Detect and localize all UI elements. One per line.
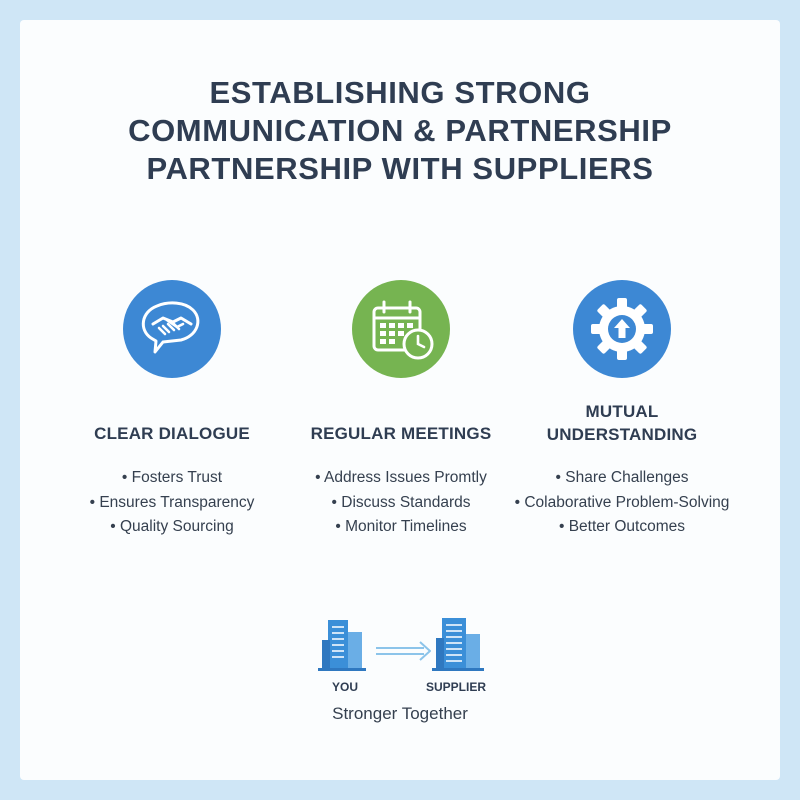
column-regular-meetings: REGULAR MEETINGS Address Issues Promtly … — [271, 280, 531, 535]
title-line-2: COMMUNICATION & PARTNERSHIP — [128, 113, 672, 148]
list-item: Better Outcomes — [492, 515, 752, 540]
column-title: CLEAR DIALOGUE — [94, 424, 250, 443]
column-title: MUTUAL UNDERSTANDING — [546, 402, 698, 444]
tagline: Stronger Together — [332, 704, 468, 723]
list-item: Fosters Trust — [42, 466, 302, 491]
list-item: Discuss Standards — [271, 491, 531, 516]
bullet-list: Share Challenges Colaborative Problem-So… — [492, 466, 752, 540]
column-mutual-understanding: MUTUAL UNDERSTANDING Share Challenges Co… — [492, 280, 752, 535]
handshake-speech-bubble-icon — [123, 280, 221, 378]
buildings-arrow-icon — [318, 618, 484, 671]
list-item: Colaborative Problem-Solving — [492, 491, 752, 516]
supplier-building-icon — [432, 618, 484, 671]
column-title: REGULAR MEETINGS — [310, 424, 492, 443]
you-building-icon — [318, 620, 366, 671]
list-item: Share Challenges — [492, 466, 752, 491]
column-clear-dialogue: CLEAR DIALOGUE Fosters Trust Ensures Tra… — [42, 280, 302, 535]
you-label: YOU — [332, 680, 359, 694]
gear-up-arrow-icon — [573, 280, 671, 378]
title-line-1: ESTABLISHING STRONG — [209, 75, 591, 110]
list-item: Quality Sourcing — [42, 515, 302, 540]
supplier-label: SUPPLIER — [426, 680, 487, 694]
bullet-list: Fosters Trust Ensures Transparency Quali… — [42, 466, 302, 540]
list-item: Ensures Transparency — [42, 491, 302, 516]
arrow-right-icon — [376, 641, 431, 661]
page-title: ESTABLISHING STRONG COMMUNICATION & PART… — [0, 74, 800, 188]
list-item: Address Issues Promtly — [271, 466, 531, 491]
bullet-list: Address Issues Promtly Discuss Standards… — [271, 466, 531, 540]
calendar-clock-icon — [352, 280, 450, 378]
partnership-graphic: YOU SUPPLIER — [300, 610, 500, 720]
list-item: Monitor Timelines — [271, 515, 531, 540]
title-line-3: PARTNERSHIP WITH SUPPLIERS — [146, 151, 654, 186]
